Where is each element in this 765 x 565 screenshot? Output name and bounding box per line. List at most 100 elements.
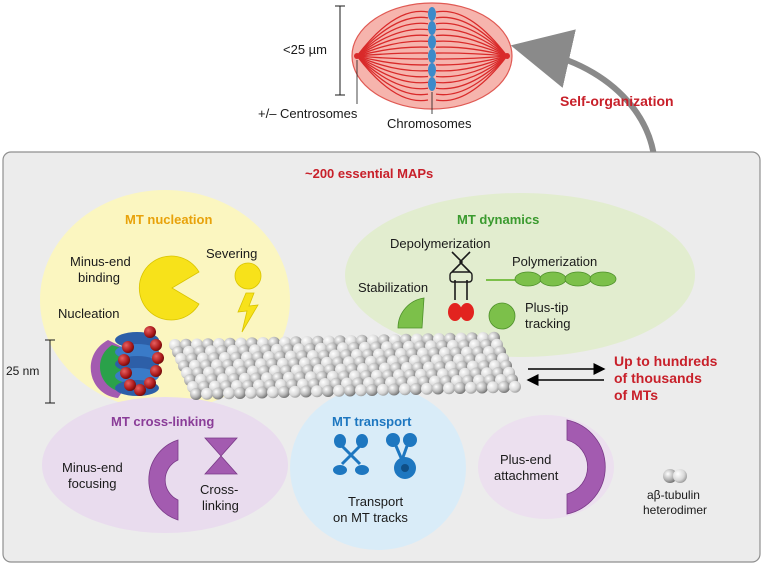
tubulin-subunit (410, 383, 422, 395)
tubulin-subunit (322, 385, 334, 397)
spindle-fiber (435, 34, 508, 57)
spindle-fiber (435, 55, 508, 96)
panel-title: ~200 essential MAPs (305, 166, 434, 181)
spindle-fiber (356, 55, 429, 84)
minus-end-binding-label-1: Minus-end (70, 254, 131, 269)
spindle-fiber (356, 55, 429, 72)
tubulin-subunit (498, 381, 510, 393)
nucleation-bead (134, 384, 146, 396)
tubulin-subunit (399, 383, 411, 396)
minus-end-binding-icon (138, 255, 200, 321)
plus-tip-icon (488, 302, 516, 330)
minus-end-focusing-icon (148, 439, 179, 521)
transport-label-1: Transport (348, 494, 404, 509)
tubulin-dimer-icon (663, 469, 687, 483)
microtubule-lattice (169, 331, 521, 400)
tubulin-subunit (267, 386, 279, 399)
spindle-fiber (435, 55, 508, 66)
cross-linking-icon (204, 437, 238, 475)
tubulin-subunit (256, 386, 268, 399)
spindle-fiber (356, 55, 429, 90)
spindle-fiber (435, 55, 508, 84)
chromosomes-label: Chromosomes (387, 116, 472, 131)
crosslinking-title: MT cross-linking (111, 414, 215, 429)
centrosomes-label: +/– Centrosomes (258, 106, 358, 121)
dynamics-title: MT dynamics (457, 212, 540, 227)
lightning-icon (237, 292, 259, 333)
plus-tip-label-2: tracking (525, 316, 571, 331)
tubulin-subunit (443, 382, 455, 395)
nucleation-bead (150, 365, 162, 377)
tubulin-subunit (300, 385, 312, 398)
tubulin-subunit (476, 381, 488, 394)
transport-region (290, 386, 466, 550)
plus-end-label-2: attachment (494, 468, 559, 483)
spindle-fiber (356, 16, 429, 57)
spindle-fiber (435, 16, 508, 57)
depolymerization-label: Depolymerization (390, 236, 491, 251)
spindle-fiber (356, 55, 429, 78)
spindle-fiber (356, 28, 429, 57)
severing-icon (234, 262, 262, 290)
spindle-fiber (356, 52, 429, 57)
cross-linking-label-1: Cross- (200, 482, 239, 497)
tubulin-subunit (355, 384, 367, 397)
spindle-fiber (356, 46, 429, 57)
spindle-fiber (435, 55, 508, 78)
spindle-scale-bar (335, 5, 345, 96)
minus-end-focusing-label-1: Minus-end (62, 460, 123, 475)
spindle-fiber (356, 10, 429, 57)
dynein-motor-icon (386, 433, 417, 479)
spindle-fiber (435, 55, 508, 102)
nucleation-title: MT nucleation (125, 212, 213, 227)
tubulin-subunit (509, 380, 521, 393)
severing-label: Severing (206, 246, 258, 261)
stabilization-label: Stabilization (358, 280, 429, 295)
nm-scale-label: 25 nm (6, 364, 40, 378)
spindle-fiber (435, 55, 508, 90)
minus-end-binding-label-2: binding (78, 270, 120, 285)
nucleation-bead (124, 379, 136, 391)
dimer-label-2: heterodimer (643, 503, 708, 517)
tubulin-subunit (289, 385, 301, 398)
chromosome (428, 35, 436, 49)
self-organization-label: Self-organization (560, 93, 674, 109)
plus-end-label-1: Plus-end (500, 452, 552, 467)
minus-end-focusing-label-2: focusing (68, 476, 117, 491)
nucleation-complex (90, 326, 164, 398)
chromosome (428, 63, 436, 77)
mitotic-spindle (351, 2, 513, 110)
tubulin-subunit (333, 384, 345, 397)
spindle-fiber (435, 46, 508, 57)
plus-end-attachment-icon (566, 419, 606, 515)
tubulin-subunit (366, 384, 378, 396)
nm-scale-bar (45, 339, 55, 404)
nucleation-bead (144, 377, 156, 389)
tubulin-subunit (234, 387, 246, 399)
plus-tip-label-1: Plus-tip (525, 300, 569, 315)
tubulin-subunit (377, 383, 389, 396)
depolymerization-icon (448, 251, 474, 321)
nucleation-bead (150, 339, 162, 351)
chromosome (428, 21, 436, 35)
spindle-fiber (356, 34, 429, 57)
tubulin-subunit (311, 385, 323, 398)
kinesin-motor-icon (333, 434, 369, 475)
nucleation-bead (122, 341, 134, 353)
tubulin-subunit (432, 382, 444, 395)
tubulin-subunit (465, 381, 477, 394)
spindle-scale-label: <25 µm (283, 42, 327, 57)
mt-count-double-arrow (526, 363, 606, 386)
spindle-fiber (356, 55, 429, 96)
nucleation-label: Nucleation (58, 306, 120, 321)
spindle-fiber (435, 52, 508, 57)
stabilization-icon (397, 297, 425, 329)
tubulin-subunit (278, 386, 290, 398)
cross-linking-label-2: linking (202, 498, 239, 513)
nucleation-bead (120, 367, 132, 379)
spindle-fiber (435, 40, 508, 57)
spindle-fiber (435, 22, 508, 57)
chromosome (428, 7, 436, 21)
transport-label-2: on MT tracks (333, 510, 408, 525)
